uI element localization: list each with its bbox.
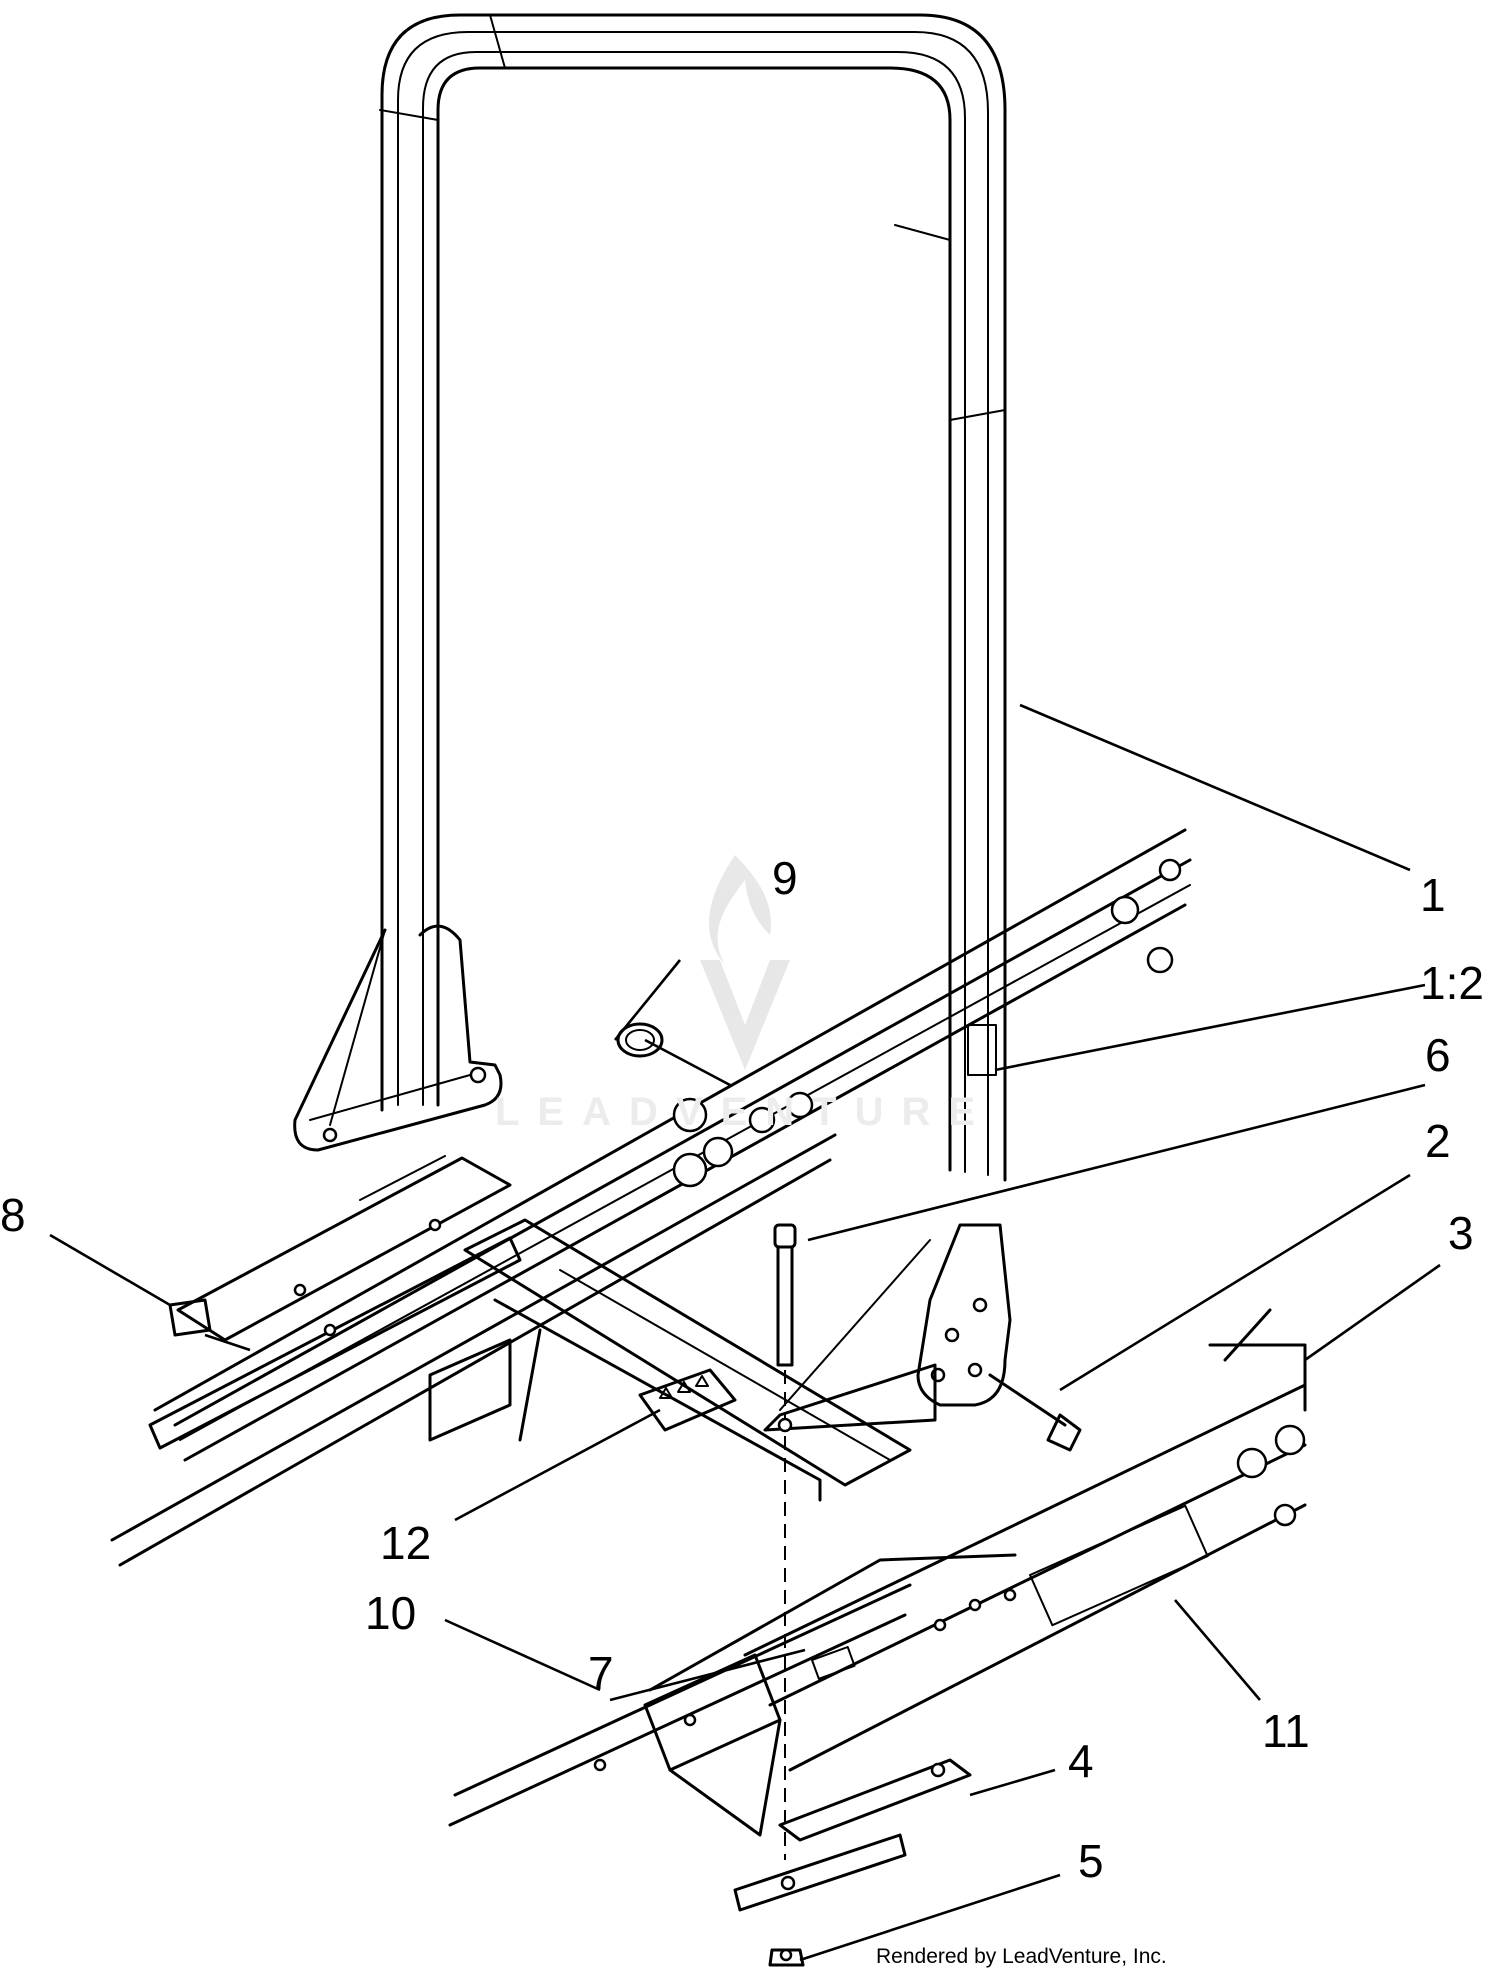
- callout-8: 8: [0, 1189, 26, 1241]
- roll-bar: [293, 13, 1012, 1407]
- callout-1-2: 1:2: [1420, 957, 1484, 1009]
- nut: [768, 1948, 805, 1967]
- cross-member: [428, 1218, 912, 1502]
- decal-12: [638, 1368, 737, 1432]
- lower-rail: [448, 1553, 1017, 1827]
- callout-12: 12: [380, 1517, 432, 1569]
- callout-11: 11: [1262, 1705, 1310, 1757]
- callout-6: 6: [1425, 1029, 1451, 1081]
- spacer-plates: [733, 1758, 972, 1912]
- callout-4: 4: [1068, 1735, 1094, 1787]
- plug: [616, 1022, 664, 1058]
- callout-7: 7: [588, 1647, 614, 1699]
- callout-2: 2: [1425, 1115, 1451, 1167]
- callout-1: 1: [1420, 869, 1446, 921]
- decal-8: [168, 1298, 212, 1337]
- frame-rail-left: [110, 828, 1192, 1567]
- render-credit: Rendered by LeadVenture, Inc.: [876, 1945, 1167, 1968]
- callout-3: 3: [1448, 1207, 1474, 1259]
- watermark-text: LEADVENTURE: [495, 1090, 994, 1134]
- gusset-plate: [763, 1239, 937, 1433]
- leader-lines: [49, 703, 1441, 1962]
- callout-5: 5: [1078, 1835, 1104, 1887]
- front-rail-left: [148, 1155, 522, 1450]
- bolt: [773, 1223, 797, 1860]
- watermark-logo: [700, 855, 790, 1070]
- callout-10: 10: [365, 1587, 417, 1639]
- frame-rail-right: [743, 1308, 1307, 1772]
- side-bolt: [988, 1373, 1082, 1452]
- callout-9: 9: [772, 852, 798, 904]
